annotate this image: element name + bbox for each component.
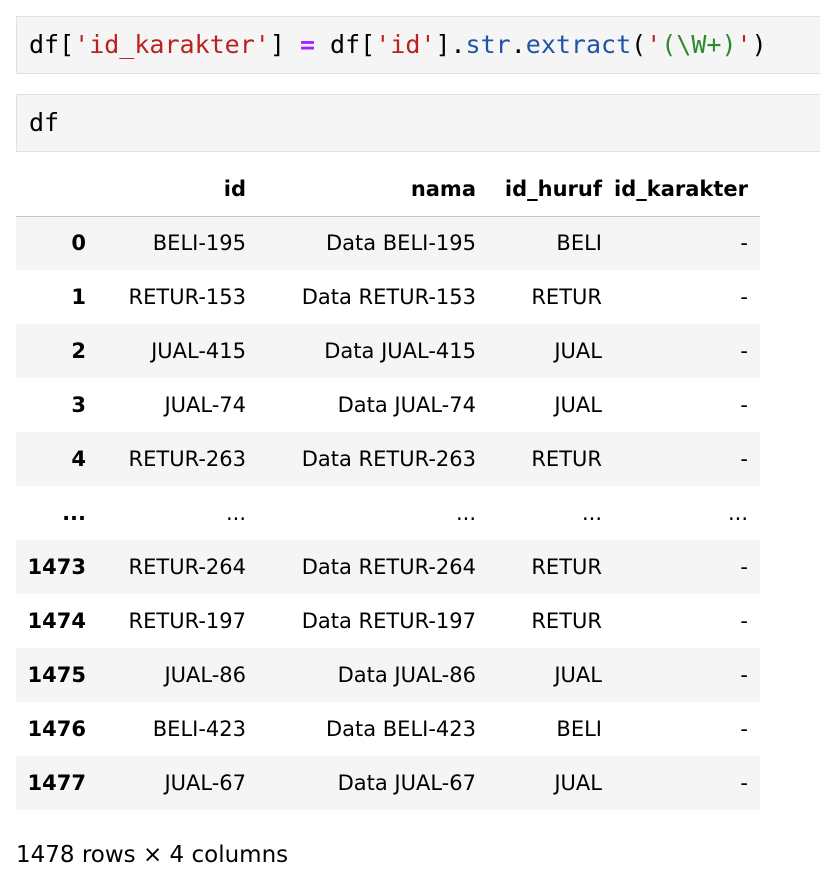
table-cell: BELI	[556, 717, 602, 741]
code-token: )	[751, 30, 767, 59]
row-index: 1477	[27, 771, 86, 795]
row-index: 3	[71, 393, 86, 417]
row-index: 1474	[27, 609, 86, 633]
code-token: str	[465, 30, 511, 59]
column-header-id-karakter: id_karakter	[614, 162, 760, 217]
table-row: 1473 RETUR-264 Data RETUR-264 RETUR -	[16, 540, 760, 594]
table-cell: ...	[727, 501, 748, 525]
table-cell: -	[740, 555, 748, 579]
table-cell: BELI-195	[152, 231, 246, 256]
table-cell: RETUR-197	[128, 609, 246, 633]
table-row: 3 JUAL-74 Data JUAL-74 JUAL -	[16, 378, 760, 432]
row-index: 4	[71, 447, 86, 471]
row-index: 0	[71, 231, 86, 256]
table-cell: ...	[225, 501, 246, 525]
table-cell: JUAL	[554, 339, 602, 363]
code-token: .	[510, 30, 526, 59]
table-row: 1476 BELI-423 Data BELI-423 BELI -	[16, 702, 760, 756]
table-cell: Data RETUR-153	[301, 285, 476, 309]
table-cell: RETUR-153	[128, 285, 246, 309]
table-cell: RETUR	[531, 285, 602, 309]
table-cell: -	[740, 447, 748, 471]
table-row: 2 JUAL-415 Data JUAL-415 JUAL -	[16, 324, 760, 378]
table-cell: -	[740, 393, 748, 417]
table-cell: Data RETUR-264	[301, 555, 476, 579]
table-cell: BELI	[556, 231, 602, 256]
table-row: 1474 RETUR-197 Data RETUR-197 RETUR -	[16, 594, 760, 648]
table-cell: JUAL	[554, 663, 602, 687]
table-cell: -	[740, 609, 748, 633]
code-token: (\W+)	[661, 30, 737, 59]
table-cell: RETUR-263	[128, 447, 246, 471]
table-cell: JUAL-86	[164, 663, 246, 687]
code-token: (	[631, 30, 647, 59]
code-token: '	[646, 30, 662, 59]
table-cell: Data BELI-423	[325, 717, 476, 741]
column-header-nama: nama	[258, 162, 490, 217]
table-cell: JUAL-74	[164, 393, 246, 417]
table-cell: Data RETUR-263	[301, 447, 476, 471]
table-cell: Data JUAL-67	[337, 771, 476, 795]
table-cell: Data JUAL-74	[337, 393, 476, 417]
code-cell-2[interactable]: df	[16, 94, 820, 152]
code-cell-1[interactable]: df['id_karakter'] = df['id'].str.extract…	[16, 16, 820, 74]
row-index: 2	[71, 339, 86, 363]
table-cell: RETUR	[531, 609, 602, 633]
table-row: ...............	[16, 486, 760, 540]
code-token: 'id_karakter'	[74, 30, 270, 59]
table-row: 4 RETUR-263 Data RETUR-263 RETUR -	[16, 432, 760, 486]
table-row: 1477 JUAL-67 Data JUAL-67 JUAL -	[16, 756, 760, 810]
table-cell: -	[740, 771, 748, 795]
table-cell: ...	[455, 501, 476, 525]
table-cell: -	[740, 717, 748, 741]
code-token: 'id'	[375, 30, 436, 59]
table-cell: JUAL-415	[151, 339, 246, 363]
table-cell: RETUR-264	[128, 555, 246, 579]
table-cell: JUAL	[554, 771, 602, 795]
code-token: '	[736, 30, 752, 59]
code-input-1[interactable]: df['id_karakter'] = df['id'].str.extract…	[29, 30, 767, 59]
table-cell: ...	[581, 501, 602, 525]
column-header-id-huruf: id_huruf	[490, 162, 614, 217]
column-header-id: id	[98, 162, 258, 217]
table-cell: Data JUAL-415	[324, 339, 476, 363]
code-input-2[interactable]: df	[29, 108, 59, 137]
table-cell: -	[740, 663, 748, 687]
table-cell: JUAL-67	[164, 771, 246, 795]
row-index: 1473	[27, 555, 86, 579]
table-cell: RETUR	[531, 447, 602, 471]
table-cell: -	[740, 231, 748, 256]
row-index: ...	[62, 501, 86, 525]
code-token: df	[29, 108, 60, 137]
code-token: df[	[315, 30, 376, 59]
row-index: 1	[71, 285, 86, 309]
table-cell: JUAL	[554, 393, 602, 417]
table-cell: RETUR	[531, 555, 602, 579]
code-token: df[	[29, 30, 75, 59]
index-header	[16, 162, 98, 217]
code-token: ].	[435, 30, 466, 59]
table-cell: Data BELI-195	[325, 231, 476, 256]
row-index: 1476	[27, 717, 86, 741]
table-cell: -	[740, 285, 748, 309]
code-token: extract	[525, 30, 632, 59]
code-token: ]	[269, 30, 300, 59]
code-token: =	[299, 30, 315, 59]
table-row: 1475 JUAL-86 Data JUAL-86 JUAL -	[16, 648, 760, 702]
dataframe-shape-footer: 1478 rows × 4 columns	[16, 842, 289, 868]
table-row: 1 RETUR-153 Data RETUR-153 RETUR -	[16, 270, 760, 324]
table-row: 0 BELI-195 Data BELI-195 BELI -	[16, 216, 760, 270]
table-cell: Data RETUR-197	[301, 609, 476, 633]
table-cell: Data JUAL-86	[337, 663, 476, 687]
row-index: 1475	[27, 663, 86, 687]
table-cell: -	[740, 339, 748, 363]
table-cell: BELI-423	[152, 717, 246, 741]
